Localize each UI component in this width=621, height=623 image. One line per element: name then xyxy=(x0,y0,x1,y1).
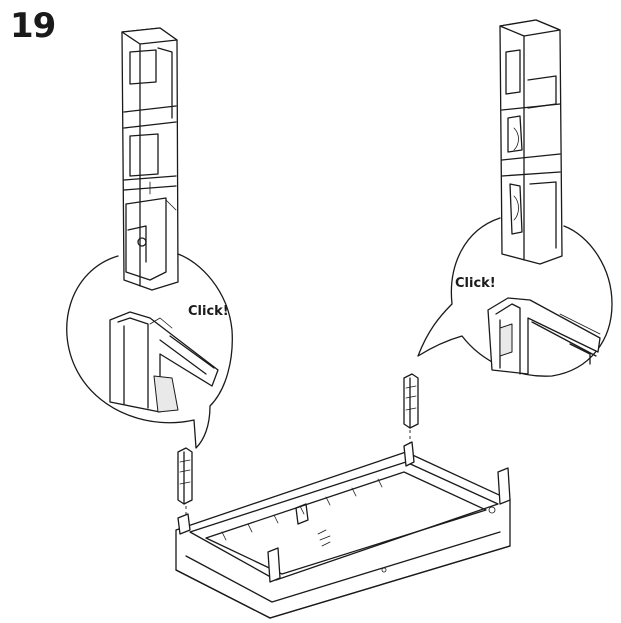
click-callout-left: Click! xyxy=(188,304,229,319)
left-small-post xyxy=(177,447,193,526)
base-tray xyxy=(175,441,511,619)
left-corner-post-large xyxy=(121,27,179,291)
click-callout-right: Click! xyxy=(455,276,496,291)
right-corner-post-large xyxy=(499,19,563,265)
step-number: 19 xyxy=(10,6,56,46)
right-detail-magnifier xyxy=(417,217,613,377)
left-detail-magnifier xyxy=(66,253,233,449)
right-small-post xyxy=(403,373,419,450)
